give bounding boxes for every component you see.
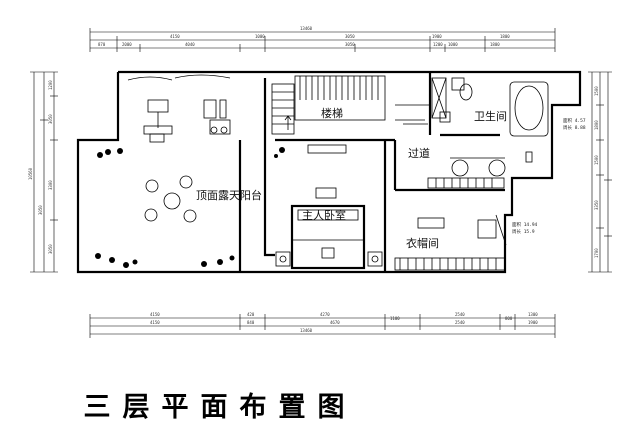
dim-right-side: 1700: [594, 248, 599, 258]
dim-right-side: 3350: [594, 200, 599, 210]
dim-top-detail: 1800: [490, 42, 500, 47]
staircase: [271, 75, 430, 135]
plant-icon: [95, 147, 285, 268]
dim-bottom-detail: 800: [505, 316, 513, 321]
closet-note: 周长 15.9: [512, 228, 535, 235]
dim-top-total: 13460: [300, 26, 313, 31]
dim-top-detail: 1000: [448, 42, 458, 47]
dim-top-row: 1800: [500, 34, 510, 39]
dim-bottom-row: 420: [247, 312, 255, 317]
plan-title: 三层平面布置图: [83, 392, 357, 423]
dim-left-side: 1200: [48, 80, 53, 90]
dim-bottom-total: 13460: [300, 328, 313, 333]
dim-top-row: 3050: [345, 34, 355, 39]
walls: [76, 70, 582, 274]
terrace-furniture: [95, 74, 285, 268]
bottom-dimensions: 4150 420 4270 1100 2540 1300 4150 840 46…: [89, 312, 556, 338]
dim-right-side: 1500: [594, 155, 599, 165]
dim-left-side: 3300: [48, 180, 53, 190]
top-dimensions: 13460 4150 1000 3050 1900 1800 870 2000 …: [89, 26, 556, 52]
bathroom-fixtures: [431, 77, 549, 177]
dim-left-side: 3050: [48, 244, 53, 254]
bedroom-furniture: [275, 144, 383, 270]
dim-right-side: 1500: [594, 86, 599, 96]
closet-furniture: [394, 177, 507, 271]
dim-bottom-detail: 4150: [150, 320, 160, 325]
dim-top-detail: 1200: [433, 42, 443, 47]
room-label-closet: 衣帽间: [406, 236, 439, 250]
dim-top-row: 1000: [255, 34, 265, 39]
dim-top-row: 1900: [432, 34, 442, 39]
dim-bottom-detail: 840: [247, 320, 255, 325]
dim-left-total: 10560: [28, 167, 33, 180]
dim-top-detail: 2000: [122, 42, 132, 47]
dim-bottom-row: 4150: [150, 312, 160, 317]
dim-right-side: 1800: [594, 120, 599, 130]
dim-bottom-row: 2540: [455, 312, 465, 317]
dim-bottom-row: 1300: [528, 312, 538, 317]
left-dimensions: 10560 1200 3050 3300 3050 3050: [28, 71, 58, 273]
dim-top-detail: 870: [98, 42, 106, 47]
closet-note: 面积 14.94: [512, 221, 538, 228]
dim-top-detail: 3050: [345, 42, 355, 47]
dim-left-side: 3050: [38, 205, 43, 215]
dim-bottom-detail: 2540: [455, 320, 465, 325]
room-label-terrace: 顶面露天阳台: [196, 188, 262, 202]
bath-note: 周长 8.88: [563, 124, 586, 131]
room-label-stairs: 楼梯: [321, 106, 343, 120]
dim-top-row: 4150: [170, 34, 180, 39]
dim-bottom-detail: 4670: [330, 320, 340, 325]
dim-bottom-row: 1100: [390, 316, 400, 321]
dim-top-detail: 4040: [185, 42, 195, 47]
dim-left-side: 3050: [48, 114, 53, 124]
room-label-master-bedroom: 主人卧室: [302, 208, 346, 222]
dim-bottom-row: 4270: [320, 312, 330, 317]
right-dimensions: 1500 1800 1500 3350 1700: [588, 71, 612, 273]
dim-bottom-detail: 1900: [528, 320, 538, 325]
room-label-corridor: 过道: [408, 146, 430, 160]
room-label-bathroom: 卫生间: [474, 109, 507, 123]
bath-note: 面积 4.57: [563, 117, 586, 124]
